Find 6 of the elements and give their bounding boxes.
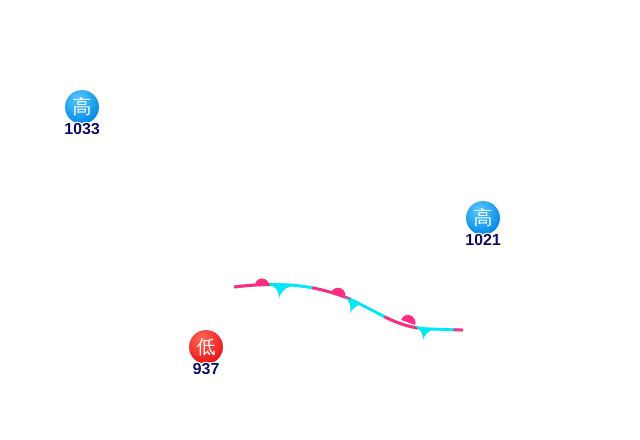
pressure-value: 1021 <box>464 232 502 249</box>
pressure-value: 937 <box>192 361 220 378</box>
low-pressure-symbol: 低 <box>189 330 223 364</box>
pressure-value: 1033 <box>63 121 101 138</box>
high-pressure-symbol: 高 <box>65 90 99 124</box>
high-pressure-symbol: 高 <box>466 201 500 235</box>
